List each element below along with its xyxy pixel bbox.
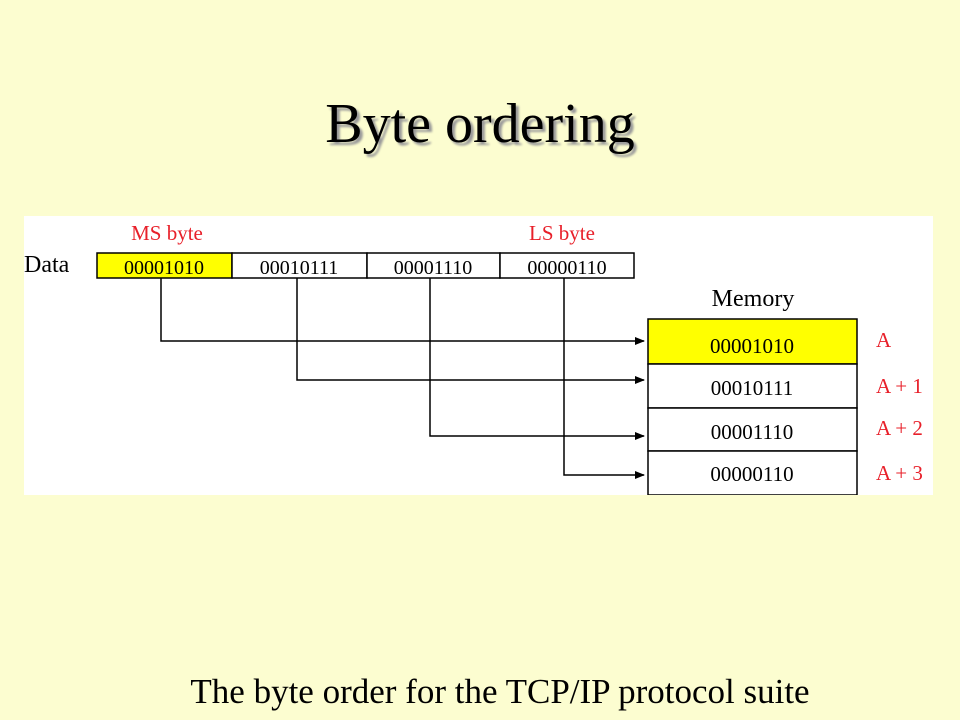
memory-cell (647, 363, 858, 409)
memory-cell (647, 450, 858, 495)
connector-arrow (429, 278, 645, 440)
data-byte-cell (231, 252, 368, 279)
slide-caption: The byte order for the TCP/IP protocol s… (190, 672, 810, 711)
memory-cell-text: 00010111 (711, 376, 793, 400)
data-byte-text: 00000110 (527, 257, 606, 279)
slide-title: Byte ordering (325, 93, 635, 155)
connector-arrow (563, 278, 645, 479)
address-label: A + 3 (876, 461, 923, 485)
connector-arrow (160, 278, 645, 345)
memory-column: 00001010 00010111 00001110 00000110 (647, 318, 858, 495)
address-label: A + 1 (876, 374, 923, 398)
ls-byte-label: LS byte (529, 221, 595, 245)
byte-order-diagram: MS byte LS byte Data Memory 00001010 000… (24, 216, 933, 495)
data-byte-cell (499, 252, 635, 279)
data-label: Data (24, 252, 70, 278)
data-byte-cell (96, 252, 233, 279)
connector-arrow (296, 278, 645, 384)
ms-byte-label: MS byte (131, 221, 203, 245)
data-byte-cell (366, 252, 501, 279)
memory-cell-text: 00001110 (711, 420, 793, 444)
memory-cell-text: 00001010 (710, 334, 794, 358)
data-byte-text: 00001010 (124, 257, 204, 279)
data-byte-row: 00001010 00010111 00001110 00000110 (96, 252, 635, 279)
memory-label: Memory (712, 286, 795, 312)
memory-cell-text: 00000110 (710, 462, 793, 486)
address-label: A (876, 328, 892, 352)
address-label: A + 2 (876, 416, 923, 440)
data-byte-text: 00010111 (260, 257, 339, 279)
data-byte-text: 00001110 (394, 257, 473, 279)
